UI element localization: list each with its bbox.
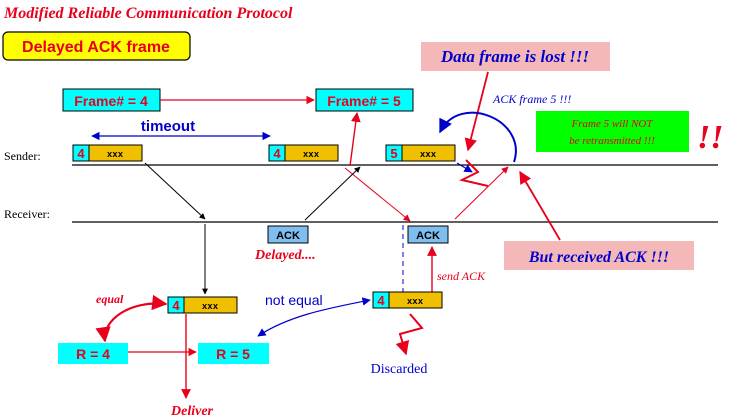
r4-text: R = 4 [76,346,110,362]
frame4-first-transmit-arrow [144,162,206,220]
packet-2-num: 4 [273,146,281,161]
equal-label: equal [96,292,124,306]
frame4-retransmit-arrow [344,167,411,222]
ack-box-delayed-text: ACK [276,230,300,242]
timeout-label: timeout [141,118,195,135]
received-ack-text: But received ACK !!! [528,249,669,266]
ack5-note: ACK frame 5 !!! [492,92,571,106]
lost-note-text: Data frame is lost !!! [440,47,589,66]
discard-bolt-icon [395,313,424,356]
send-ack-label: send ACK [437,269,486,283]
packet-3-data-cell [401,144,456,162]
not-retransmit-line1: Frame 5 will NOT [571,118,654,130]
frame-label-5-text: Frame# = 5 [327,93,401,109]
packet-4-data-cell [183,296,238,314]
not-equal-label: not equal [265,292,323,308]
packet-1-data: xxx [107,150,124,160]
packet-5: 4 xxx [372,291,443,309]
r5-text: R = 5 [216,346,250,362]
sender-label: Sender: [4,149,41,163]
packet-2-data-cell [284,144,339,162]
not-retransmit-line2: be retransmitted !!! [569,135,655,147]
ack-return-arrow [454,166,509,220]
lost-note-box [421,42,610,71]
delayed-label: Delayed.... [254,248,316,263]
packet-4: 4 xxx [167,296,238,314]
subtitle-text: Delayed ACK frame [22,39,170,56]
packet-5-data: xxx [407,297,424,307]
frame5-transmit-arrow [456,162,473,173]
page-title: Modified Reliable Communication Protocol [3,5,293,22]
ack-box-second-text: ACK [416,230,440,242]
packet-1-num: 4 [77,146,85,161]
equal-curve-arrow [95,294,168,343]
not-equal-curve-arrow [257,297,371,337]
ack-box-delayed [267,225,309,244]
discarded-label: Discarded [371,362,428,377]
ack-box-second [407,225,449,244]
r5-box [198,343,269,364]
r4-box [58,343,128,364]
packet-1-data-cell [88,144,143,162]
exclamation-mark: !! [697,119,723,156]
frame-label-5-box [315,88,414,112]
frame-label-4-text: Frame# = 4 [74,93,148,109]
delayed-ack-arrow [304,166,361,221]
packet-5-data-cell [388,291,443,309]
packet-4-data: xxx [202,302,219,312]
packet-2: 4 xxx [268,144,339,162]
received-ack-arrow [519,170,561,241]
packet-5-num: 4 [377,293,385,308]
received-ack-box [504,241,694,270]
packet-3-data: xxx [420,150,437,160]
receiver-label: Receiver: [4,207,50,221]
deliver-label: Deliver [170,404,214,418]
not-retransmit-box [536,111,689,152]
packet-3: 5 xxx [385,144,456,162]
ack5-curve-arrow [439,111,517,163]
lost-note-arrow [464,71,489,152]
packet-2-data: xxx [303,150,320,160]
subtitle-box [2,31,191,61]
packet-4-num: 4 [172,298,180,313]
frame5-label-arrow [349,112,361,167]
lost-frame-bolt-icon [459,159,489,187]
packet-3-num: 5 [390,146,397,161]
packet-1: 4 xxx [72,144,143,162]
